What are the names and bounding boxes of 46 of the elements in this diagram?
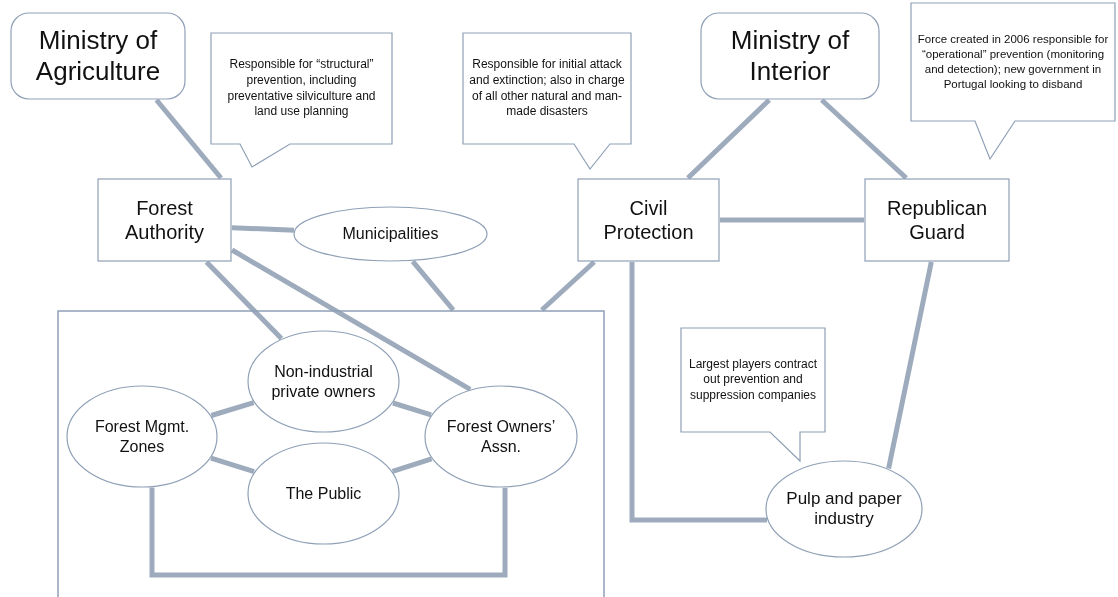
callout-text: Responsible for initial attack and extinction; also in charge of all other natural and man-made disasters bbox=[468, 57, 626, 120]
node-label: The Public bbox=[285, 483, 362, 504]
process-box bbox=[97, 178, 232, 262]
connector-line bbox=[210, 400, 255, 418]
callout-box bbox=[462, 32, 632, 170]
callout-box bbox=[680, 327, 826, 462]
node-label: Ministry of Agriculture bbox=[34, 24, 162, 88]
connector-line bbox=[210, 455, 255, 475]
connector-line bbox=[820, 98, 908, 180]
node-label: Forest Owners’ Assn. bbox=[445, 417, 557, 456]
connector-line bbox=[391, 456, 433, 474]
connector-line bbox=[392, 400, 432, 418]
callout-text: Largest players contract out prevention and suppression companies bbox=[687, 356, 819, 404]
connector-line bbox=[629, 262, 767, 523]
rounded-box bbox=[700, 12, 880, 100]
ellipse-node bbox=[424, 385, 578, 488]
callout-box bbox=[910, 2, 1116, 160]
group-frame bbox=[57, 310, 605, 597]
node-label: Non-industrial private owners bbox=[270, 362, 377, 401]
connector-line bbox=[154, 98, 223, 180]
callout-text: Force created in 2006 responsible for “operational” prevention (monitoring and detection); new government in Portugal looking to disband bbox=[916, 32, 1110, 92]
process-box bbox=[864, 178, 1010, 262]
callout-text: Responsible for “structural” prevention, including preventative silviculture and land use planning bbox=[226, 57, 377, 120]
connector-line bbox=[720, 217, 864, 223]
connector-line bbox=[231, 225, 294, 233]
ellipse-node bbox=[293, 206, 488, 262]
connector-line bbox=[686, 98, 771, 180]
rounded-box bbox=[10, 12, 186, 100]
ellipse-node bbox=[66, 385, 218, 488]
connector-line bbox=[540, 260, 596, 312]
node-label: Forest Authority bbox=[124, 196, 205, 244]
connector-line bbox=[204, 260, 284, 341]
node-label: Municipalities bbox=[342, 224, 439, 244]
node-label: Republican Guard bbox=[885, 196, 989, 244]
process-box bbox=[577, 178, 720, 262]
ellipse-node bbox=[247, 330, 400, 433]
callout-box bbox=[210, 32, 393, 168]
ellipse-node bbox=[765, 460, 923, 558]
node-label: Civil Protection bbox=[602, 196, 695, 244]
node-label: Ministry of Interior bbox=[729, 24, 851, 88]
connector-line bbox=[410, 259, 456, 312]
ellipse-node bbox=[247, 442, 400, 545]
node-label: Pulp and paper industry bbox=[785, 488, 903, 530]
connector-line bbox=[149, 487, 508, 578]
connector-line bbox=[886, 261, 934, 469]
node-label: Forest Mgmt. Zones bbox=[93, 417, 191, 456]
